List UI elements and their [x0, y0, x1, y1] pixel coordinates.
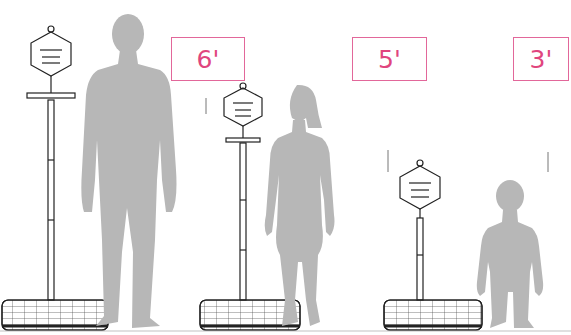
sign-stand	[384, 160, 482, 330]
height-label-box: 6'	[171, 37, 245, 81]
height-label-box: 3'	[513, 37, 569, 81]
height-label: 6'	[197, 47, 220, 72]
man-silhouette	[81, 14, 176, 328]
height-label: 5'	[378, 47, 401, 72]
height-label-box: 5'	[352, 37, 427, 81]
child-silhouette	[477, 180, 543, 328]
woman-silhouette	[265, 85, 335, 326]
ground-line	[0, 331, 571, 332]
height-label: 3'	[530, 47, 553, 72]
